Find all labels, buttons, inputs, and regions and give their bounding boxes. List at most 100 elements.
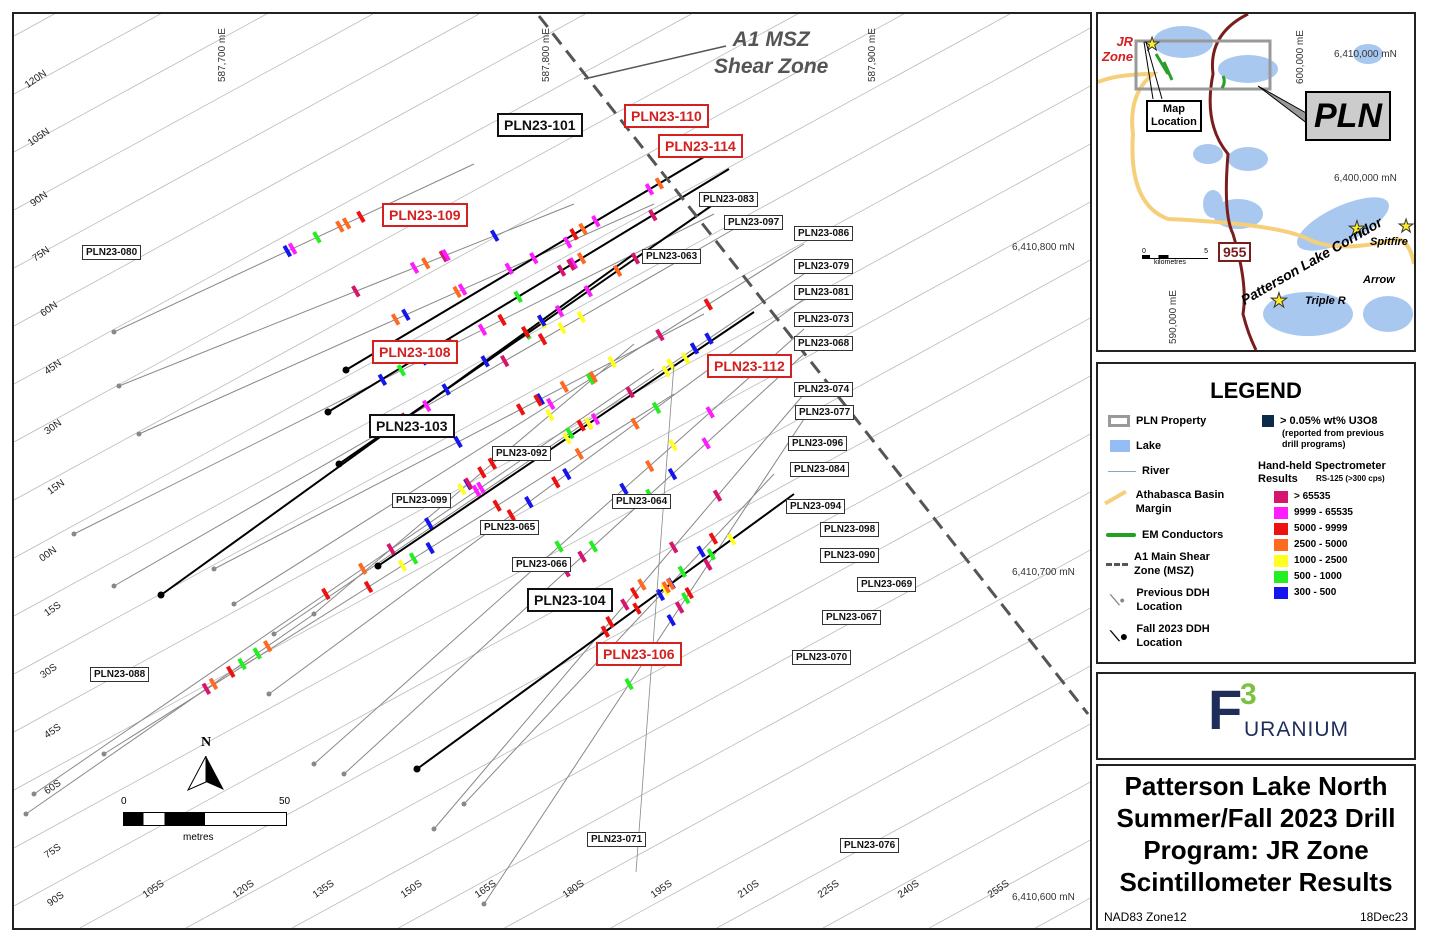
scintillometer-interval <box>237 657 247 671</box>
scintillometer-interval <box>515 403 526 416</box>
previous-hole-label: PLN23-097 <box>724 215 784 230</box>
previous-hole-label: PLN23-088 <box>90 667 150 682</box>
scintillometer-interval <box>489 229 500 242</box>
scintillometer-interval <box>607 355 617 368</box>
scintillometer-interval <box>629 586 640 600</box>
scintillometer-interval <box>409 261 420 275</box>
previous-hole-label: PLN23-064 <box>612 494 672 509</box>
scintillometer-interval <box>577 550 587 563</box>
scintillometer-interval <box>424 517 434 530</box>
river-swatch <box>1108 470 1136 472</box>
previous-hole-label: PLN23-071 <box>587 832 647 847</box>
em-conductors <box>1154 53 1226 89</box>
range-swatch <box>1274 491 1288 503</box>
scintillometer-interval <box>208 677 219 691</box>
scintillometer-interval <box>651 401 662 415</box>
map-location-pointer <box>1143 41 1163 100</box>
scintillometer-interval <box>661 365 671 378</box>
scale-min: 0 <box>121 796 127 807</box>
section-line <box>14 27 1090 617</box>
scintillometer-interval <box>704 332 714 345</box>
section-line <box>1035 897 1090 928</box>
section-line <box>610 665 1090 928</box>
legend-item: EM Conductors <box>1142 529 1224 541</box>
basin-margin-swatch <box>1104 490 1132 514</box>
scintillometer-interval <box>537 333 548 346</box>
previous-drill-hole <box>113 228 735 587</box>
scintillometer-interval <box>476 481 486 494</box>
section-line <box>14 14 586 327</box>
scintillometer-interval <box>535 392 546 406</box>
previous-hole-label: PLN23-063 <box>642 249 702 264</box>
title-line: Scintillometer Results <box>1119 867 1393 897</box>
scintillometer-interval <box>576 252 587 265</box>
previous-collar-dot <box>341 771 347 777</box>
range-swatch <box>1274 507 1288 519</box>
previous-collar-dot <box>231 601 237 607</box>
scintillometer-interval <box>644 183 655 196</box>
scintillometer-interval <box>554 304 565 318</box>
scintillometer-interval <box>282 244 293 258</box>
spitfire-star-icon: ★ <box>1398 216 1414 236</box>
scintillometer-interval <box>452 285 462 299</box>
scintillometer-interval <box>504 262 514 275</box>
scintillometer-interval <box>665 577 676 591</box>
scintillometer-interval <box>377 373 388 387</box>
scintillometer-interval <box>524 495 534 509</box>
section-line <box>822 781 1090 928</box>
scintillometer-interval <box>701 437 711 450</box>
previous-hole-label: PLN23-099 <box>392 493 452 508</box>
scintillometer-interval <box>605 615 615 629</box>
section-line <box>14 14 904 501</box>
scintillometer-interval <box>637 578 647 591</box>
previous-collar-dot <box>111 583 117 589</box>
highlight-hole-label: PLN23-108 <box>372 340 458 364</box>
range-label: 1000 - 2500 <box>1294 555 1348 566</box>
scintillometer-interval <box>252 647 262 660</box>
scintillometer-interval <box>497 313 507 327</box>
scintillometer-interval <box>559 380 569 393</box>
section-line <box>14 14 267 153</box>
previous-drill-hole <box>73 213 715 535</box>
previous-drill-hole <box>463 473 775 805</box>
scintillometer-interval <box>591 215 601 228</box>
scintillometer-interval <box>576 419 586 432</box>
range-swatch <box>1274 539 1288 551</box>
date-label: 18Dec23 <box>1359 910 1408 924</box>
scintillometer-interval <box>620 598 630 611</box>
scintillometer-interval <box>696 545 706 558</box>
previous-hole-label: PLN23-094 <box>786 499 846 514</box>
scintillometer-interval <box>551 476 561 489</box>
scintillometer-interval <box>666 614 676 627</box>
previous-hole-label: PLN23-068 <box>794 336 854 351</box>
fall-collar-dot <box>413 765 421 773</box>
section-line <box>14 14 55 37</box>
previous-drill-hole <box>33 368 655 795</box>
scintillometer-interval <box>677 565 687 578</box>
shear-zone-line <box>537 15 1090 715</box>
section-line <box>185 433 1090 928</box>
scintillometer-interval <box>390 313 401 326</box>
fall-hole-label: PLN23-103 <box>369 414 455 438</box>
scintillometer-interval <box>554 540 564 553</box>
scale-min: 0 <box>1142 248 1146 255</box>
scintillometer-interval <box>681 591 691 605</box>
datum-label: NAD83 Zone12 <box>1104 910 1187 924</box>
previous-collar-dot <box>431 826 437 832</box>
scintillometer-interval <box>453 435 463 449</box>
scintillometer-interval <box>421 257 431 270</box>
previous-collar-dot <box>111 329 117 335</box>
previous-hole-label: PLN23-067 <box>822 610 882 625</box>
northing-label: 6,400,000 mN <box>1334 173 1397 184</box>
previous-drill-hole <box>118 203 575 387</box>
u3o8-label: > 0.05% wt% U3O8 <box>1280 415 1378 427</box>
scintillometer-interval <box>477 323 488 336</box>
highlight-hole-label: PLN23-106 <box>596 642 682 666</box>
scintillometer-interval <box>584 417 594 430</box>
scintillometer-interval <box>666 358 676 371</box>
scintillometer-interval <box>441 248 451 262</box>
legend-item: River <box>1142 465 1170 477</box>
